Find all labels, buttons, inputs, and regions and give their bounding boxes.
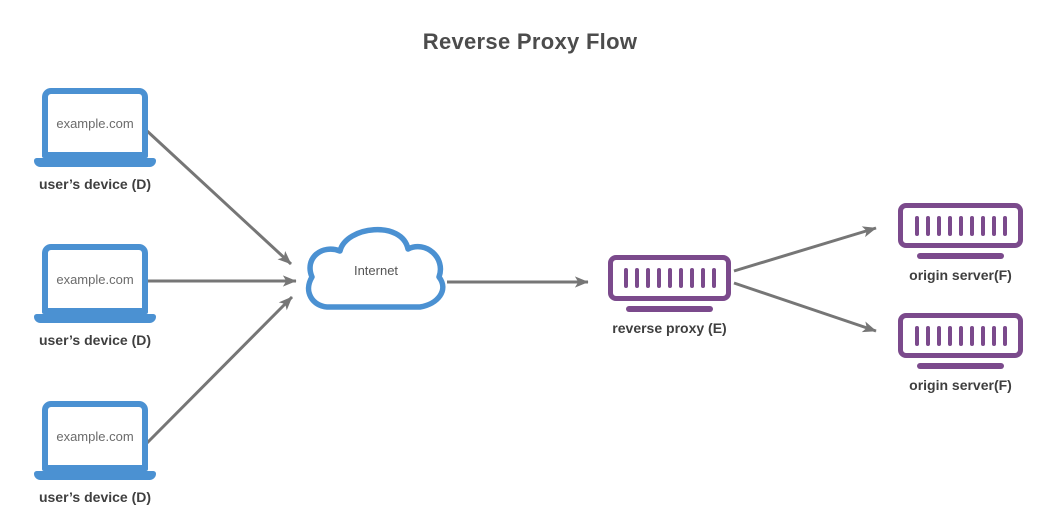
node-user-device-1: example.com user’s device (D) (34, 88, 156, 192)
device-label: user’s device (D) (38, 176, 152, 192)
internet-label: Internet (353, 263, 399, 278)
cloud-icon (305, 226, 446, 310)
diagram-title: Reverse Proxy Flow (422, 29, 638, 54)
node-user-device-3: example.com user’s device (D) (34, 401, 156, 505)
arrow-device3-to-internet (145, 295, 294, 445)
server-base (626, 306, 713, 312)
server-base (917, 253, 1004, 259)
server-icon (898, 203, 1023, 248)
node-reverse-proxy: reverse proxy (E) (608, 255, 731, 336)
node-origin-server-1: origin server(F) (898, 203, 1023, 283)
laptop-icon: example.com (42, 88, 148, 158)
server-base (917, 363, 1004, 369)
device-label: user’s device (D) (38, 332, 152, 348)
arrow-device1-to-internet (144, 128, 293, 266)
laptop-icon: example.com (42, 401, 148, 471)
origin-label: origin server(F) (909, 267, 1012, 283)
device-screen-text: example.com (56, 271, 134, 287)
laptop-base (34, 471, 156, 480)
proxy-label: reverse proxy (E) (612, 320, 727, 336)
device-screen-text: example.com (56, 428, 134, 444)
node-origin-server-2: origin server(F) (898, 313, 1023, 393)
server-icon (898, 313, 1023, 358)
device-screen-text: example.com (56, 115, 134, 131)
device-label: user’s device (D) (38, 489, 152, 505)
laptop-icon: example.com (42, 244, 148, 314)
arrow-proxy-to-origin2 (733, 281, 877, 333)
laptop-base (34, 158, 156, 167)
node-user-device-2: example.com user’s device (D) (34, 244, 156, 348)
server-icon (608, 255, 731, 301)
origin-label: origin server(F) (909, 377, 1012, 393)
node-internet (300, 218, 450, 319)
arrow-proxy-to-origin1 (733, 226, 877, 273)
laptop-base (34, 314, 156, 323)
